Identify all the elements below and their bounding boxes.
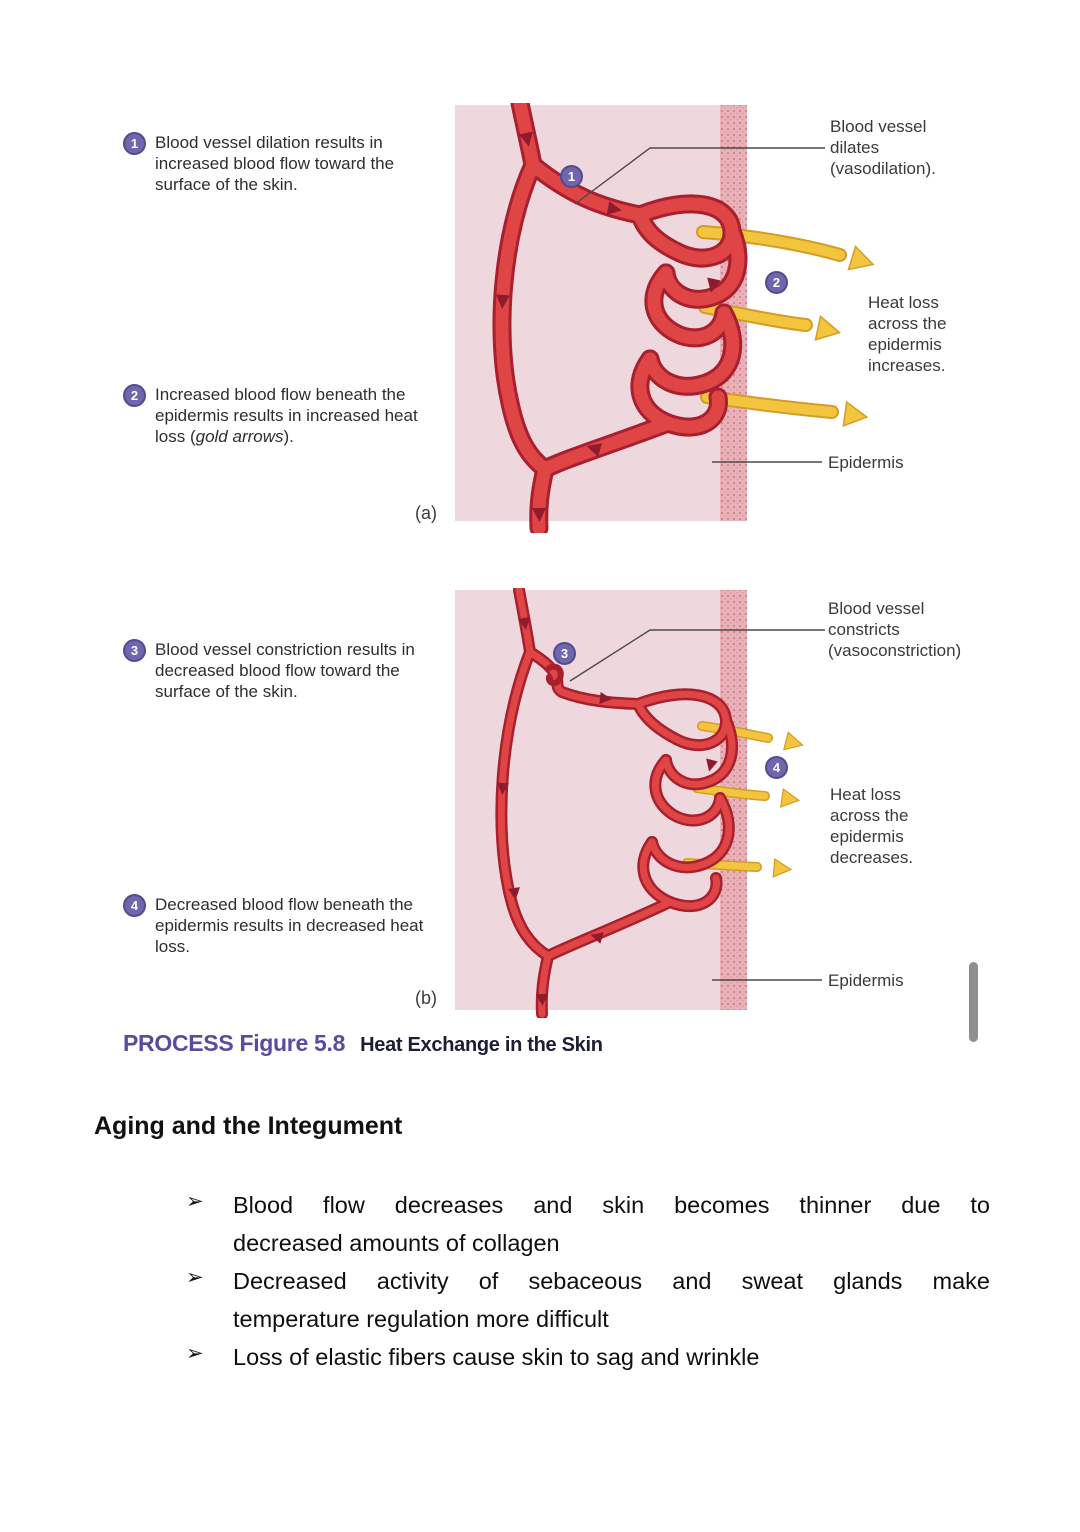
arrow-bullet-icon: ➢ [186, 1342, 204, 1365]
step-2-callout-badge: 2 [123, 384, 146, 407]
figure-caption: PROCESS Figure 5.8 Heat Exchange in the … [123, 1030, 603, 1057]
callout-step-2-italic: gold arrows [195, 427, 284, 446]
callout-step-3-text: Blood vessel constriction results in dec… [155, 640, 415, 701]
bullet-1-line-1: Blood flow decreases and skin becomes th… [233, 1192, 990, 1218]
figure-caption-label: PROCESS Figure 5.8 [123, 1030, 346, 1056]
label-vasoconstriction: Blood vessel constricts (vasoconstrictio… [828, 599, 962, 660]
step-3-badge: 3 [553, 642, 576, 665]
label-vasodilation: Blood vessel dilates (vasodilation). [830, 117, 936, 178]
figure-caption-title: Heat Exchange in the Skin [360, 1034, 603, 1056]
callout-step-2-text: Increased blood flow beneath the epiderm… [155, 384, 440, 447]
label-heat-loss-increases: Heat loss across the epidermis increases… [868, 293, 947, 375]
heat-loss-arrows [682, 721, 804, 878]
panel-a-letter: (a) [415, 503, 437, 523]
callout-step-2-pre: Increased blood flow beneath the epiderm… [155, 385, 418, 446]
label-epidermis-b: Epidermis [828, 971, 904, 990]
callout-step-4: 4 Decreased blood flow beneath the epide… [123, 894, 443, 957]
blood-flow-arrowheads [497, 616, 718, 1006]
bullet-list: ➢ Blood flow decreases and skin becomes … [186, 1186, 996, 1376]
bullet-2-line-2: temperature regulation more difficult [233, 1306, 609, 1332]
callout-step-4-text: Decreased blood flow beneath the epiderm… [155, 895, 424, 956]
constricted-blood-vessel [495, 588, 738, 1018]
list-item: ➢ Loss of elastic fibers cause skin to s… [186, 1338, 996, 1376]
step-3-callout-badge: 3 [123, 639, 146, 662]
vasodilation-diagram [455, 103, 875, 533]
bullet-2-line-1: Decreased activity of sebaceous and swea… [233, 1268, 990, 1294]
arrow-bullet-icon: ➢ [186, 1190, 204, 1213]
callout-step-2: 2 Increased blood flow beneath the epide… [123, 384, 443, 447]
figure-panel-a: 1 2 1 Blood vessel dilation results in i… [0, 103, 1080, 533]
list-item: ➢ Decreased activity of sebaceous and sw… [186, 1262, 996, 1338]
constriction-knot [545, 663, 564, 687]
leader-lines [574, 147, 825, 463]
list-item: ➢ Blood flow decreases and skin becomes … [186, 1186, 996, 1262]
callout-step-1-text: Blood vessel dilation results in increas… [155, 133, 395, 194]
scrollbar-thumb[interactable] [969, 962, 978, 1042]
step-2-badge: 2 [765, 271, 788, 294]
step-1-callout-badge: 1 [123, 132, 146, 155]
section-heading: Aging and the Integument [94, 1112, 403, 1140]
leader-lines [569, 629, 825, 981]
label-heat-loss-decreases: Heat loss across the epidermis decreases… [830, 785, 914, 867]
panel-b-letter: (b) [415, 988, 437, 1008]
figure-panel-b: 3 4 3 Blood vessel constriction results … [0, 588, 1080, 1018]
callout-step-1: 1 Blood vessel dilation results in incre… [123, 132, 423, 195]
dilated-blood-vessel [492, 103, 748, 533]
callout-step-2-post: ). [283, 427, 294, 446]
callout-step-3: 3 Blood vessel constriction results in d… [123, 639, 443, 702]
step-1-badge: 1 [560, 165, 583, 188]
vasoconstriction-diagram [455, 588, 825, 1018]
label-epidermis-a: Epidermis [828, 453, 904, 472]
step-4-badge: 4 [765, 756, 788, 779]
arrow-bullet-icon: ➢ [186, 1266, 204, 1289]
step-4-callout-badge: 4 [123, 894, 146, 917]
bullet-1-line-2: decreased amounts of collagen [233, 1230, 560, 1256]
bullet-3-line-1: Loss of elastic fibers cause skin to sag… [233, 1344, 760, 1370]
blood-flow-arrowheads [496, 131, 721, 522]
